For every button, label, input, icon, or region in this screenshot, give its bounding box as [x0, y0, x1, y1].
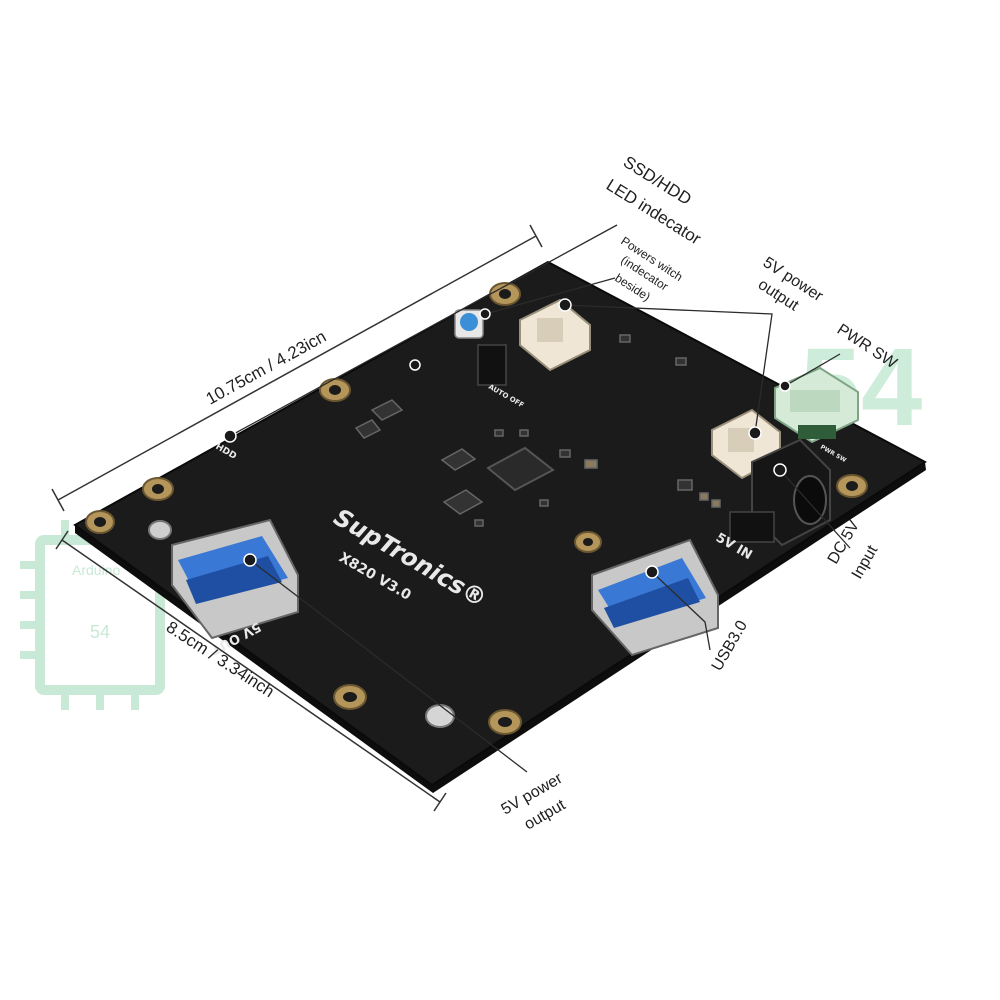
power-pad-left	[148, 520, 172, 540]
pcb-board: SupTronics® X820 V3.0 5V OUT 5V IN HDD A…	[73, 260, 927, 793]
dimension-lines	[51, 224, 543, 812]
watermark-chip-number: 54	[90, 622, 110, 642]
usb-port-right	[591, 538, 719, 657]
smd-components	[354, 334, 721, 527]
jst-connector-top	[519, 298, 591, 372]
watermark-chip-text: Arduino	[72, 562, 120, 578]
callout-lines	[229, 224, 851, 773]
usb-port-left	[171, 518, 299, 640]
depth-dimension-line	[61, 539, 441, 803]
dc-input-label-line2: Input	[849, 542, 882, 582]
main-ic	[486, 446, 555, 492]
power-pad-bottom	[425, 704, 455, 728]
pwr-sw-connector	[774, 366, 859, 444]
power-switch	[454, 309, 507, 386]
width-dimension-line	[57, 235, 537, 501]
callout-dots	[223, 298, 791, 579]
